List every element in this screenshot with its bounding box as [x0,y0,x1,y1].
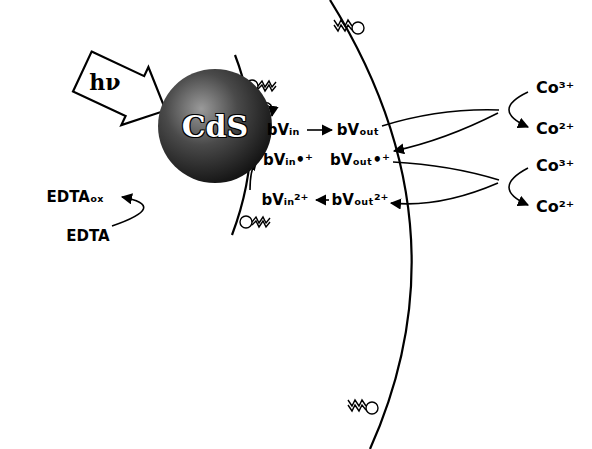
lipid-symbols [240,20,378,414]
viologen-label: bVᵢₙ [267,122,299,139]
viologen-label: bVᵢₙ²⁺ [262,192,309,209]
viologen-label: bVᵢₙ•⁺ [263,152,313,169]
cobalt-label: Co²⁺ [536,120,574,138]
cobalt-label: Co³⁺ [536,79,574,97]
viologen-label: bVₒᵤₜ [337,122,379,139]
reaction-lines [382,110,499,180]
cds-particle: CdS [157,68,273,184]
viologen-label: bVₒᵤₜ²⁺ [332,192,389,209]
light-symbol: hν [89,69,120,95]
outer-membrane [330,0,412,449]
cobalt-label: Co²⁺ [536,198,574,216]
cobalt-label: Co³⁺ [536,157,574,175]
reagent-label: EDTA [66,228,109,245]
particle-name: CdS [182,109,249,144]
membranes [232,0,412,449]
product-label: EDTAₒₓ [47,189,104,206]
viologen-label: bVₒᵤₜ•⁺ [330,152,390,169]
